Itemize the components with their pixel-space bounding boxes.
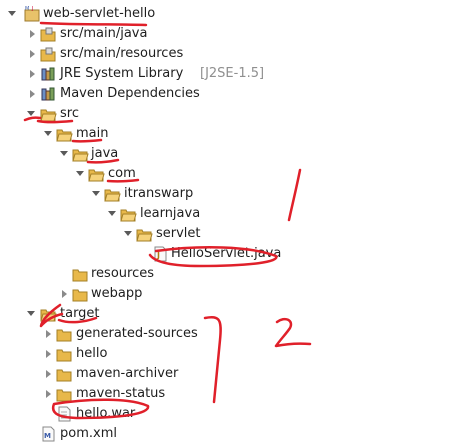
tree-row-maven-archiver[interactable]: maven-archiver bbox=[0, 364, 460, 384]
svg-text:M: M bbox=[44, 432, 51, 440]
tree-row-com[interactable]: com bbox=[0, 164, 460, 184]
tree-row-target[interactable]: target bbox=[0, 304, 460, 324]
tree-row-jre[interactable]: JRE System Library [J2SE-1.5] bbox=[0, 64, 460, 84]
library-icon bbox=[41, 67, 55, 81]
tree-label-webapp: webapp bbox=[91, 286, 143, 301]
tree-label-main: main bbox=[76, 126, 109, 141]
folder-open-icon bbox=[104, 189, 121, 202]
folder-open-icon bbox=[136, 229, 153, 242]
tree-row-main[interactable]: main bbox=[0, 124, 460, 144]
folder-open-icon bbox=[40, 109, 57, 122]
tree-label-hello: hello bbox=[76, 346, 108, 361]
expand-arrow-icon[interactable] bbox=[92, 191, 100, 196]
library-icon bbox=[41, 87, 55, 101]
tree-label-src: src bbox=[60, 106, 79, 121]
tree-row-generated-sources[interactable]: generated-sources bbox=[0, 324, 460, 344]
svg-text:J: J bbox=[31, 6, 33, 12]
tree-row-maven-dependencies[interactable]: Maven Dependencies bbox=[0, 84, 460, 104]
tree-row-maven-status[interactable]: maven-status bbox=[0, 384, 460, 404]
folder-open-icon bbox=[56, 129, 73, 142]
svg-text:M: M bbox=[25, 6, 29, 12]
tree-row-src-main-resources[interactable]: src/main/resources bbox=[0, 44, 460, 64]
java-file-icon: J bbox=[154, 246, 167, 262]
folder-icon bbox=[72, 289, 88, 302]
tree-row-servlet[interactable]: servlet bbox=[0, 224, 460, 244]
tree-label-generated-sources: generated-sources bbox=[76, 326, 198, 341]
collapse-arrow-icon[interactable] bbox=[62, 290, 67, 298]
tree-row-webapp[interactable]: webapp bbox=[0, 284, 460, 304]
file-icon bbox=[58, 406, 71, 422]
folder-open-icon bbox=[88, 169, 105, 182]
tree-row-java[interactable]: java bbox=[0, 144, 460, 164]
collapse-arrow-icon[interactable] bbox=[30, 90, 35, 98]
tree-label-maven-dependencies: Maven Dependencies bbox=[60, 86, 200, 101]
tree-row-src[interactable]: src bbox=[0, 104, 460, 124]
tree-label-maven-archiver: maven-archiver bbox=[76, 366, 179, 381]
tree-label-maven-status: maven-status bbox=[76, 386, 166, 401]
folder-icon bbox=[56, 389, 72, 402]
tree-decoration-jre-version: [J2SE-1.5] bbox=[200, 66, 265, 81]
source-folder-icon bbox=[40, 27, 56, 42]
folder-icon bbox=[56, 349, 72, 362]
collapse-arrow-icon[interactable] bbox=[30, 70, 35, 78]
collapse-arrow-icon[interactable] bbox=[46, 390, 51, 398]
expand-arrow-icon[interactable] bbox=[124, 231, 132, 236]
tree-label-com: com bbox=[108, 166, 136, 181]
tree-label-java: java bbox=[91, 146, 119, 161]
tree-label-target: target bbox=[60, 306, 100, 321]
tree-label-jre: JRE System Library bbox=[60, 66, 184, 81]
expand-arrow-icon[interactable] bbox=[27, 311, 35, 316]
folder-open-icon bbox=[120, 209, 137, 222]
expand-arrow-icon[interactable] bbox=[8, 11, 16, 16]
tree-row-project[interactable]: M J web-servlet-hello bbox=[0, 4, 460, 24]
tree-row-src-main-java[interactable]: src/main/java bbox=[0, 24, 460, 44]
folder-icon bbox=[56, 369, 72, 382]
tree-label-helloservlet: HelloServlet.java bbox=[171, 246, 282, 261]
collapse-arrow-icon[interactable] bbox=[30, 50, 35, 58]
tree-row-learnjava[interactable]: learnjava bbox=[0, 204, 460, 224]
tree-row-itranswarp[interactable]: itranswarp bbox=[0, 184, 460, 204]
collapse-arrow-icon[interactable] bbox=[30, 30, 35, 38]
tree-label-src-main-java: src/main/java bbox=[60, 26, 148, 41]
tree-label-itranswarp: itranswarp bbox=[124, 186, 194, 201]
tree-row-resources[interactable]: resources bbox=[0, 264, 460, 284]
folder-open-icon bbox=[72, 149, 89, 162]
expand-arrow-icon[interactable] bbox=[27, 111, 35, 116]
source-folder-icon bbox=[40, 47, 56, 62]
xml-file-icon: M bbox=[42, 426, 55, 442]
tree-label-hello-war: hello.war bbox=[76, 406, 136, 421]
tree-row-helloservlet[interactable]: J HelloServlet.java bbox=[0, 244, 460, 264]
collapse-arrow-icon[interactable] bbox=[46, 370, 51, 378]
expand-arrow-icon[interactable] bbox=[108, 211, 116, 216]
expand-arrow-icon[interactable] bbox=[76, 171, 84, 176]
expand-arrow-icon[interactable] bbox=[44, 131, 52, 136]
tree-label-src-main-resources: src/main/resources bbox=[60, 46, 184, 61]
folder-open-icon bbox=[40, 309, 57, 322]
folder-icon bbox=[56, 329, 72, 342]
tree-label-project: web-servlet-hello bbox=[43, 6, 156, 21]
maven-project-icon: M J bbox=[24, 6, 40, 22]
expand-arrow-icon[interactable] bbox=[60, 151, 68, 156]
tree-label-resources: resources bbox=[91, 266, 155, 281]
collapse-arrow-icon[interactable] bbox=[46, 330, 51, 338]
tree-label-servlet: servlet bbox=[156, 226, 201, 241]
tree-label-pom: pom.xml bbox=[60, 426, 117, 441]
svg-text:J: J bbox=[156, 251, 160, 260]
tree-row-hello[interactable]: hello bbox=[0, 344, 460, 364]
tree-row-pom[interactable]: M pom.xml bbox=[0, 424, 460, 444]
folder-icon bbox=[72, 269, 88, 282]
collapse-arrow-icon[interactable] bbox=[46, 350, 51, 358]
tree-label-learnjava: learnjava bbox=[140, 206, 201, 221]
tree-row-hello-war[interactable]: hello.war bbox=[0, 404, 460, 424]
